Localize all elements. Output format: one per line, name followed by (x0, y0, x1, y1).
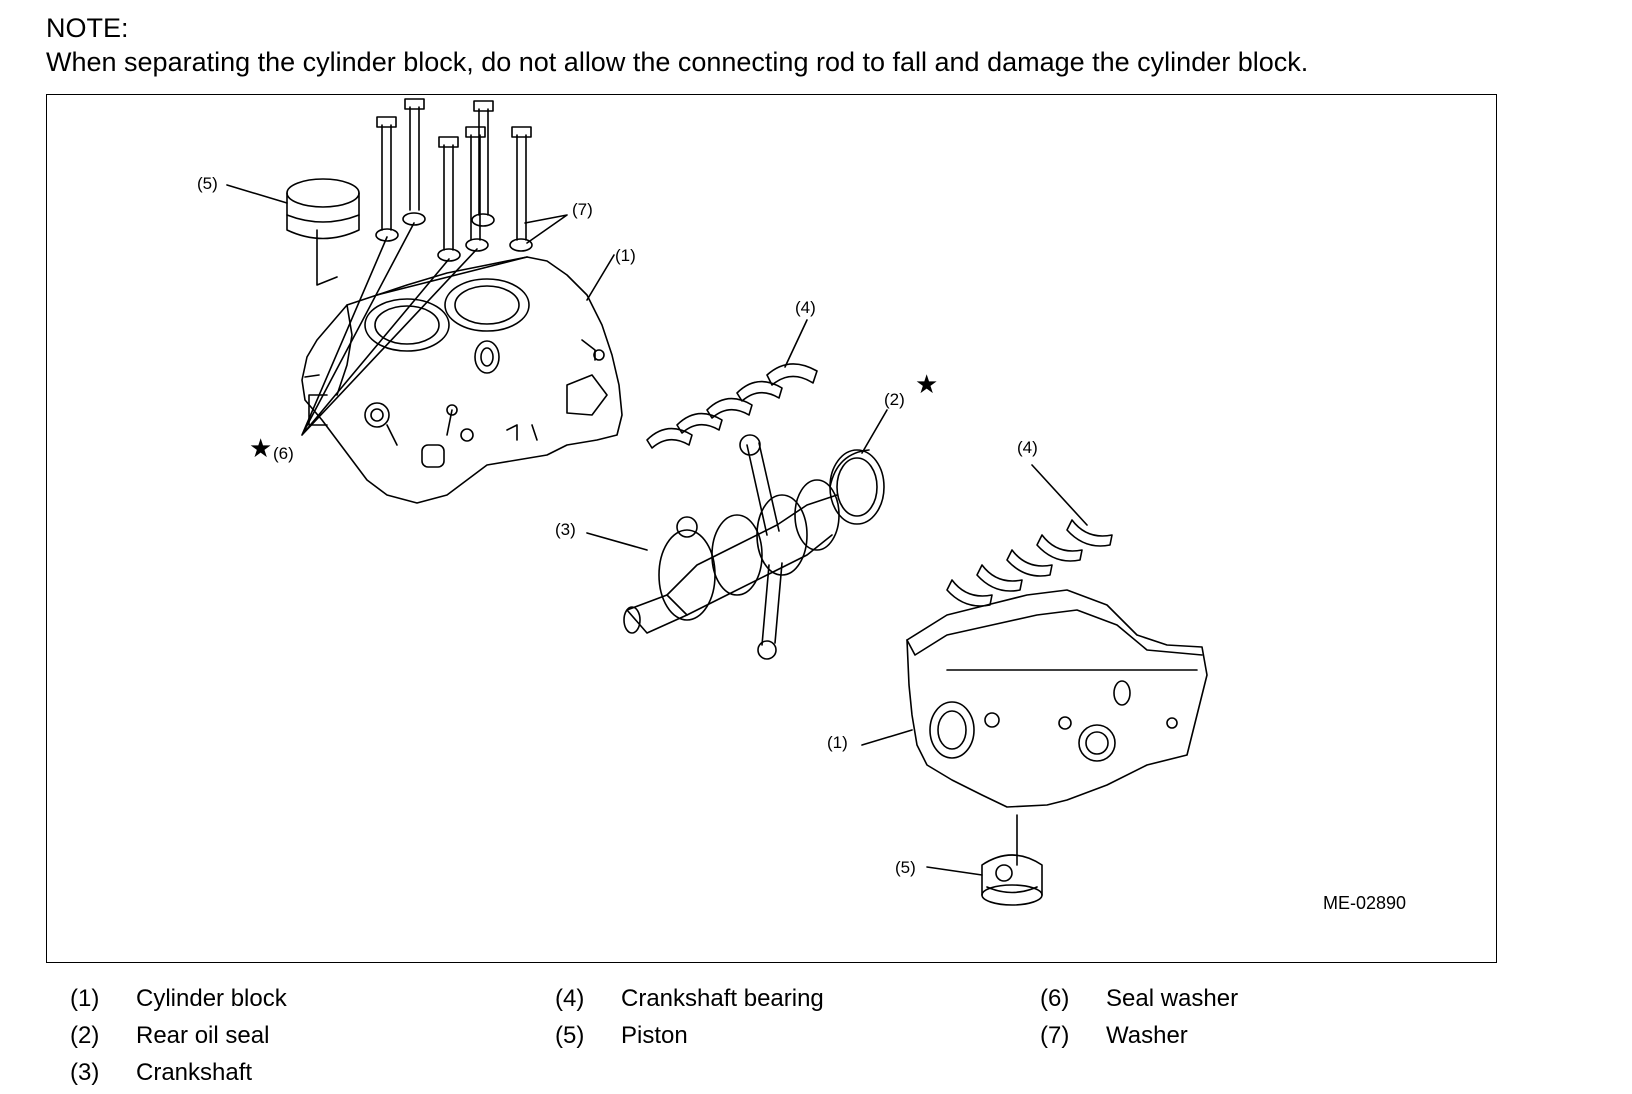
legend-label: Washer (1106, 1022, 1188, 1049)
legend-label: Crankshaft (136, 1059, 253, 1086)
callout-5-upper: (5) (197, 174, 218, 193)
washers-drawing (375, 212, 533, 262)
crankshaft-bearings-lower-drawing (946, 519, 1113, 607)
legend-label: Rear oil seal (136, 1022, 270, 1049)
legend-label: Seal washer (1106, 985, 1239, 1012)
legend-label: Piston (621, 1022, 688, 1049)
figure-id: ME-02890 (1323, 893, 1406, 913)
callout-3: (3) (555, 520, 576, 539)
callout-1-upper: (1) (615, 246, 636, 265)
note-text: When separating the cylinder block, do n… (46, 47, 1309, 77)
legend-number: (3) (70, 1059, 100, 1086)
cylinder-block-upper-drawing (301, 256, 623, 504)
callout-5-lower: (5) (895, 858, 916, 877)
callout-2: (2) (884, 390, 905, 409)
callout-7: (7) (572, 200, 593, 219)
star-symbol-washer: ★ (249, 433, 272, 463)
crankshaft-bearings-upper-drawing (646, 363, 818, 449)
legend-label: Cylinder block (136, 985, 287, 1012)
legend-number: (7) (1040, 1022, 1070, 1049)
piston-lower-drawing (981, 854, 1043, 906)
crankshaft-drawing (623, 434, 840, 660)
callout-4-lower: (4) (1017, 438, 1038, 457)
legend-number: (6) (1040, 985, 1070, 1012)
head-bolts-drawing (376, 98, 532, 251)
legend-number: (1) (70, 985, 100, 1012)
callout-1-lower: (1) (827, 733, 848, 752)
legend-label: Crankshaft bearing (621, 985, 824, 1012)
legend-number: (4) (555, 985, 585, 1012)
engine-block-diagram: (5) (7) (1) (4) (2) ★ ★ (6) (4) (3) (1) … (197, 98, 1406, 913)
rear-oil-seal-drawing (829, 449, 885, 525)
callout-4-upper: (4) (795, 298, 816, 317)
exploded-view-figure: (5) (7) (1) (4) (2) ★ ★ (6) (4) (3) (1) … (46, 94, 1497, 963)
callout-6: (6) (273, 444, 294, 463)
legend-number: (2) (70, 1022, 100, 1049)
legend-number: (5) (555, 1022, 585, 1049)
cylinder-block-lower-drawing (906, 589, 1208, 866)
note-title: NOTE: (46, 13, 129, 43)
piston-upper-drawing (286, 178, 360, 286)
star-symbol-seal: ★ (915, 369, 938, 399)
